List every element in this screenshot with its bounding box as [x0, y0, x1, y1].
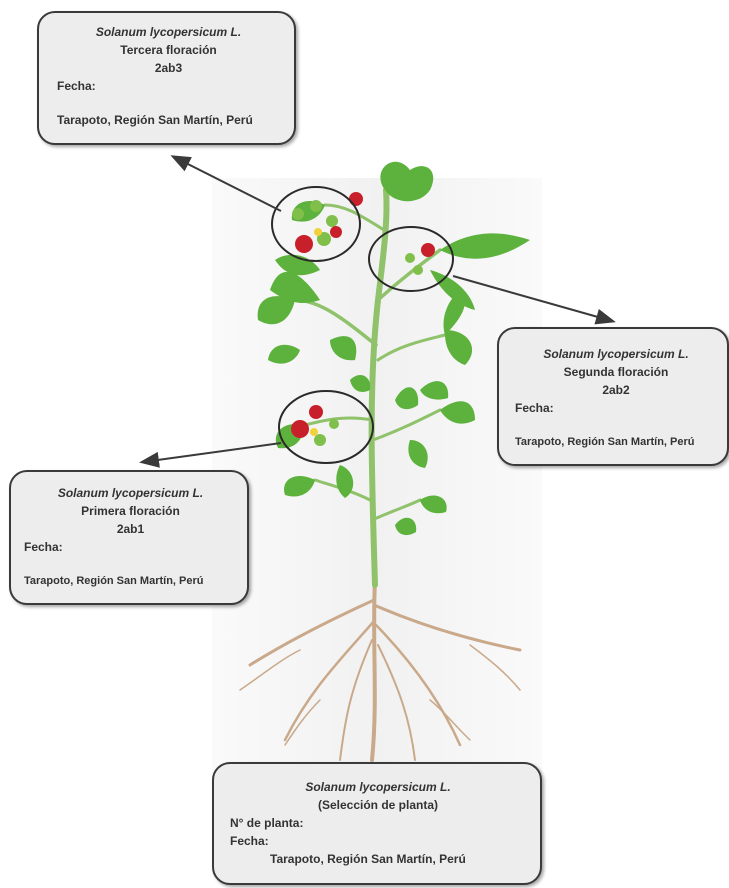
stage-name: (Selección de planta)	[230, 796, 526, 814]
fruits	[291, 192, 435, 446]
label-box-segunda-floracion: Solanum lycopersicum L. Segunda floració…	[497, 327, 729, 466]
location-text: Tarapoto, Región San Martín, Perú	[24, 572, 237, 590]
date-label: Fecha:	[57, 77, 280, 95]
location-text: Tarapoto, Región San Martín, Perú	[515, 433, 717, 451]
stage-name: Primera floración	[24, 502, 237, 520]
roots	[240, 580, 520, 760]
sample-code: 2ab1	[24, 520, 237, 538]
location-text: Tarapoto, Región San Martín, Perú	[230, 850, 526, 868]
stage-name: Segunda floración	[515, 363, 717, 381]
species-name: Solanum lycopersicum L.	[515, 345, 717, 363]
location-text: Tarapoto, Región San Martín, Perú	[57, 111, 280, 129]
highlight-tercera	[272, 187, 360, 261]
species-name: Solanum lycopersicum L.	[57, 23, 280, 41]
label-box-primera-floracion: Solanum lycopersicum L. Primera floració…	[9, 470, 249, 605]
date-label: Fecha:	[230, 832, 526, 850]
arrow-tercera	[174, 157, 281, 211]
arrow-segunda	[453, 276, 612, 321]
plant-number-label: N° de planta:	[230, 814, 526, 832]
label-box-tercera-floracion: Solanum lycopersicum L. Tercera floració…	[37, 11, 296, 145]
sample-code: 2ab2	[515, 381, 717, 399]
species-name: Solanum lycopersicum L.	[24, 484, 237, 502]
species-name: Solanum lycopersicum L.	[230, 778, 526, 796]
label-box-seleccion-planta: Solanum lycopersicum L. (Selección de pl…	[212, 762, 542, 885]
sample-code: 2ab3	[57, 59, 280, 77]
arrow-primera	[143, 443, 281, 462]
stage-name: Tercera floración	[57, 41, 280, 59]
date-label: Fecha:	[515, 399, 717, 417]
date-label: Fecha:	[24, 538, 237, 556]
